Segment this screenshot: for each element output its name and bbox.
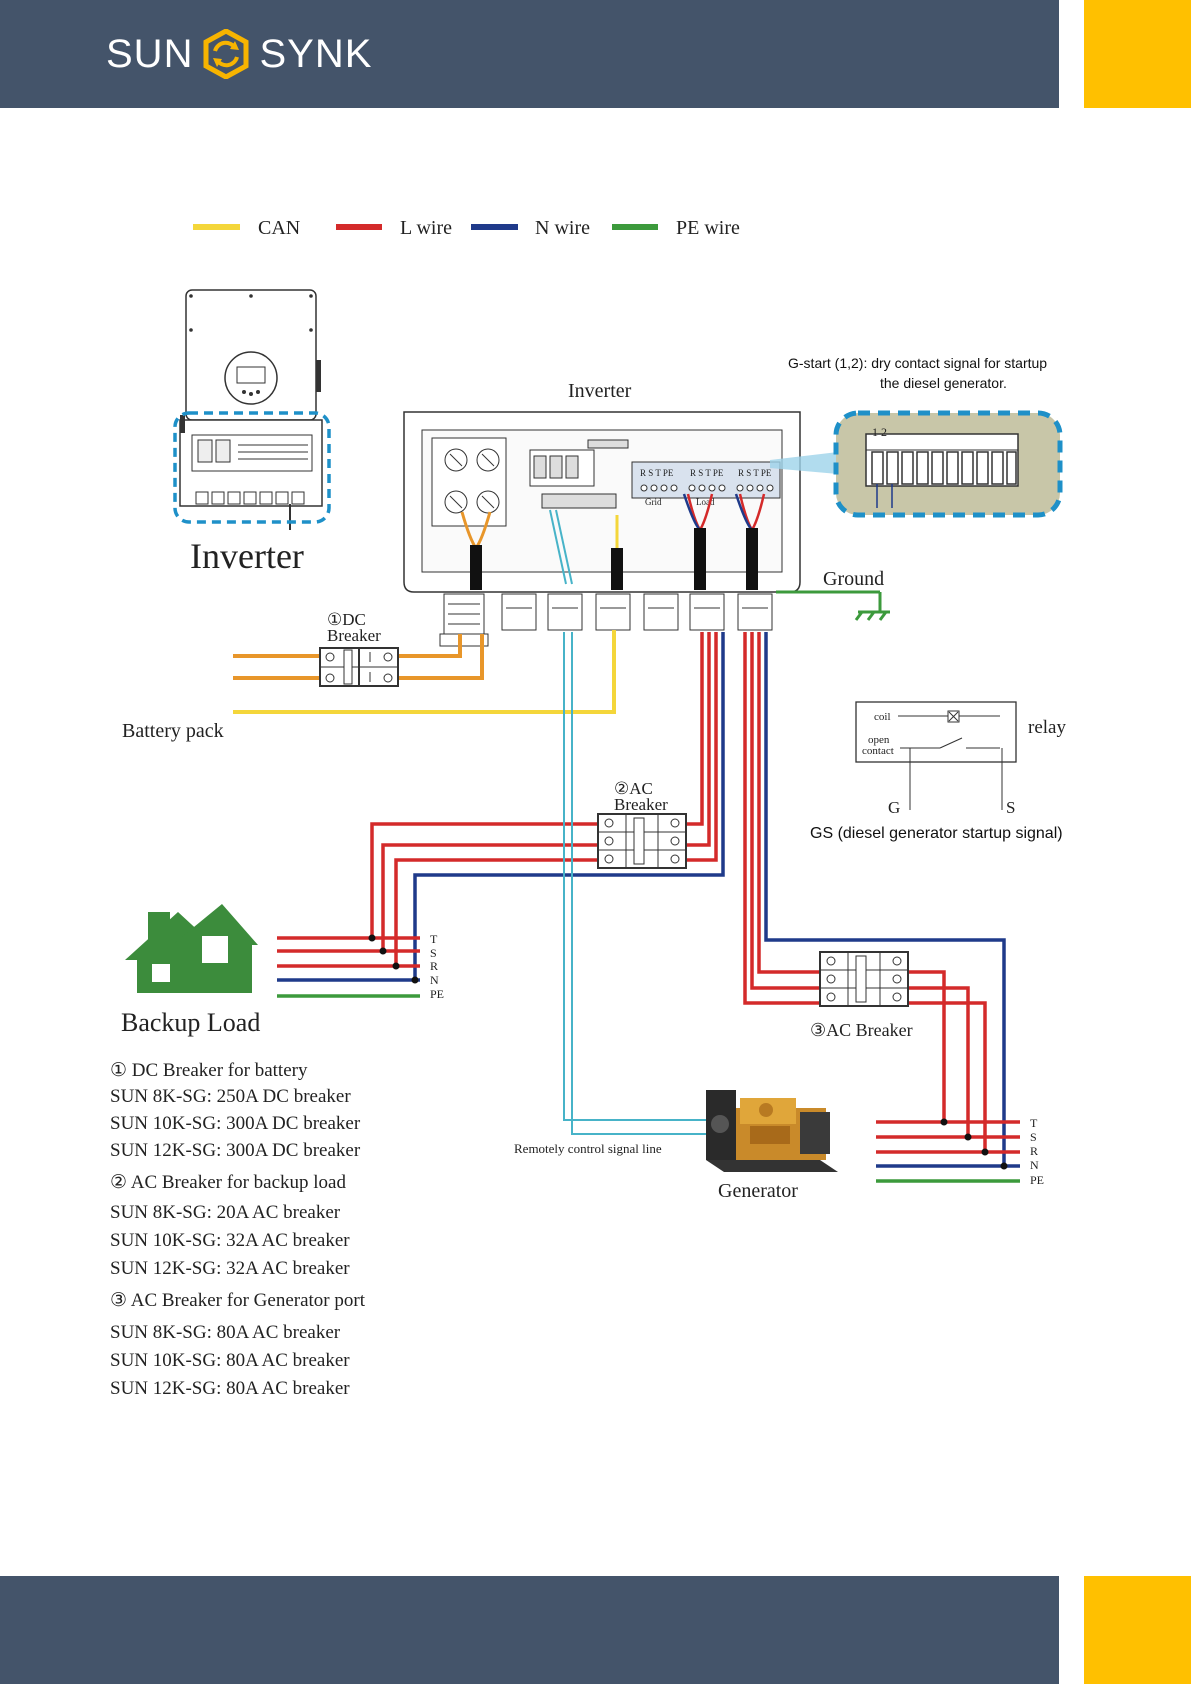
generator-label: Generator xyxy=(718,1180,798,1202)
relay-label: relay xyxy=(1028,717,1066,738)
generator-icon xyxy=(706,1090,838,1172)
dc-wires xyxy=(233,634,484,680)
remote-signal-label: Remotely control signal line xyxy=(514,1141,662,1156)
logo-text-sun: SUN xyxy=(106,31,194,76)
relay-s-label: S xyxy=(1006,798,1015,817)
wiring-diagram: CAN L wire N wire PE wire Inverter Inver… xyxy=(110,217,1066,1399)
footer-accent xyxy=(1084,1576,1191,1684)
ac-breaker-backup xyxy=(597,813,687,869)
svg-text:T: T xyxy=(430,932,438,946)
svg-text:PE: PE xyxy=(1030,1173,1044,1187)
note-ac3-12k: SUN 12K-SG: 80A AC breaker xyxy=(110,1378,350,1399)
ac-breaker2-label-1: ②AC xyxy=(614,779,653,798)
relay-contact-label: contact xyxy=(862,745,894,757)
terminal-number-label: 1 2 xyxy=(872,425,887,439)
inverter-wiring-bay: R S T PE R S T PE R S T PE Grid Load xyxy=(403,411,838,647)
gen-terminal-label: R S T PE xyxy=(738,468,772,478)
relay-symbol xyxy=(855,701,1017,810)
sunsynk-logo: SUN SYNK xyxy=(106,26,372,82)
note-dc-heading: ① DC Breaker for battery xyxy=(110,1060,308,1081)
footer-bar xyxy=(0,1576,1059,1684)
header-bar xyxy=(0,0,1059,108)
svg-text:S: S xyxy=(1030,1130,1037,1144)
note-ac2-heading: ② AC Breaker for backup load xyxy=(110,1172,346,1193)
gs-signal-label: GS (diesel generator startup signal) xyxy=(810,825,1063,842)
gstart-note-line2: the diesel generator. xyxy=(880,375,1007,391)
remote-signal-lines xyxy=(563,632,712,1135)
svg-text:S: S xyxy=(430,946,437,960)
legend-label-n: N wire xyxy=(535,217,590,239)
ac-breaker-generator xyxy=(819,951,909,1007)
relay-coil-label: coil xyxy=(874,711,891,723)
generator-wires xyxy=(743,632,1020,1183)
inverter-small-label: Inverter xyxy=(190,536,304,576)
load-terminal-label: R S T PE xyxy=(690,468,724,478)
logo-text-synk: SYNK xyxy=(259,31,373,76)
grid-label: Grid xyxy=(645,497,662,507)
svg-text:N: N xyxy=(1030,1158,1039,1172)
legend-label-can: CAN xyxy=(258,217,300,239)
note-dc-12k: SUN 12K-SG: 300A DC breaker xyxy=(110,1140,361,1161)
dc-breaker-label-1: ①DC xyxy=(327,610,366,629)
note-ac3-heading: ③ AC Breaker for Generator port xyxy=(110,1290,366,1311)
note-ac2-10k: SUN 10K-SG: 32A AC breaker xyxy=(110,1230,350,1251)
note-ac2-8k: SUN 8K-SG: 20A AC breaker xyxy=(110,1202,341,1223)
dc-breaker xyxy=(319,647,399,687)
inverter-illustration xyxy=(173,289,331,530)
ac-breaker3-label: ③AC Breaker xyxy=(810,1020,913,1040)
backup-load-label: Backup Load xyxy=(121,1008,260,1037)
note-ac3-10k: SUN 10K-SG: 80A AC breaker xyxy=(110,1350,350,1371)
backup-load-house-icon xyxy=(125,904,258,993)
breaker-notes: ① DC Breaker for battery SUN 8K-SG: 250A… xyxy=(110,1060,366,1399)
ground-label: Ground xyxy=(823,568,884,590)
svg-text:PE: PE xyxy=(430,987,444,1001)
grid-terminal-label: R S T PE xyxy=(640,468,674,478)
generator-wire-labels: T S R N PE xyxy=(1030,1116,1044,1187)
gstart-terminal-block xyxy=(833,410,1063,518)
logo-hexagon-icon xyxy=(203,29,249,79)
can-wire xyxy=(233,630,616,714)
battery-pack-label: Battery pack xyxy=(122,720,224,742)
legend-label-pe: PE wire xyxy=(676,217,740,239)
backup-load-wires xyxy=(277,632,725,998)
load-label: Load xyxy=(696,497,715,507)
legend: CAN L wire N wire PE wire xyxy=(193,217,740,239)
dc-breaker-label-2: Breaker xyxy=(327,626,381,645)
svg-text:R: R xyxy=(1030,1144,1038,1158)
svg-text:T: T xyxy=(1030,1116,1038,1130)
svg-text:N: N xyxy=(430,973,439,987)
header-accent xyxy=(1084,0,1191,108)
backup-wire-labels: T S R N PE xyxy=(430,932,444,1001)
svg-text:R: R xyxy=(430,959,438,973)
note-ac2-12k: SUN 12K-SG: 32A AC breaker xyxy=(110,1258,350,1279)
gstart-note-line1: G-start (1,2): dry contact signal for st… xyxy=(788,355,1047,371)
relay-open-label: open xyxy=(868,734,890,746)
note-dc-8k: SUN 8K-SG: 250A DC breaker xyxy=(110,1086,351,1107)
inverter-main-label: Inverter xyxy=(568,380,632,402)
inverter-highlight-dashed xyxy=(173,411,331,524)
ground-icon xyxy=(776,590,890,621)
note-dc-10k: SUN 10K-SG: 300A DC breaker xyxy=(110,1113,361,1134)
relay-g-label: G xyxy=(888,798,900,817)
note-ac3-8k: SUN 8K-SG: 80A AC breaker xyxy=(110,1322,341,1343)
ac-breaker2-label-2: Breaker xyxy=(614,795,668,814)
legend-label-l: L wire xyxy=(400,217,452,239)
